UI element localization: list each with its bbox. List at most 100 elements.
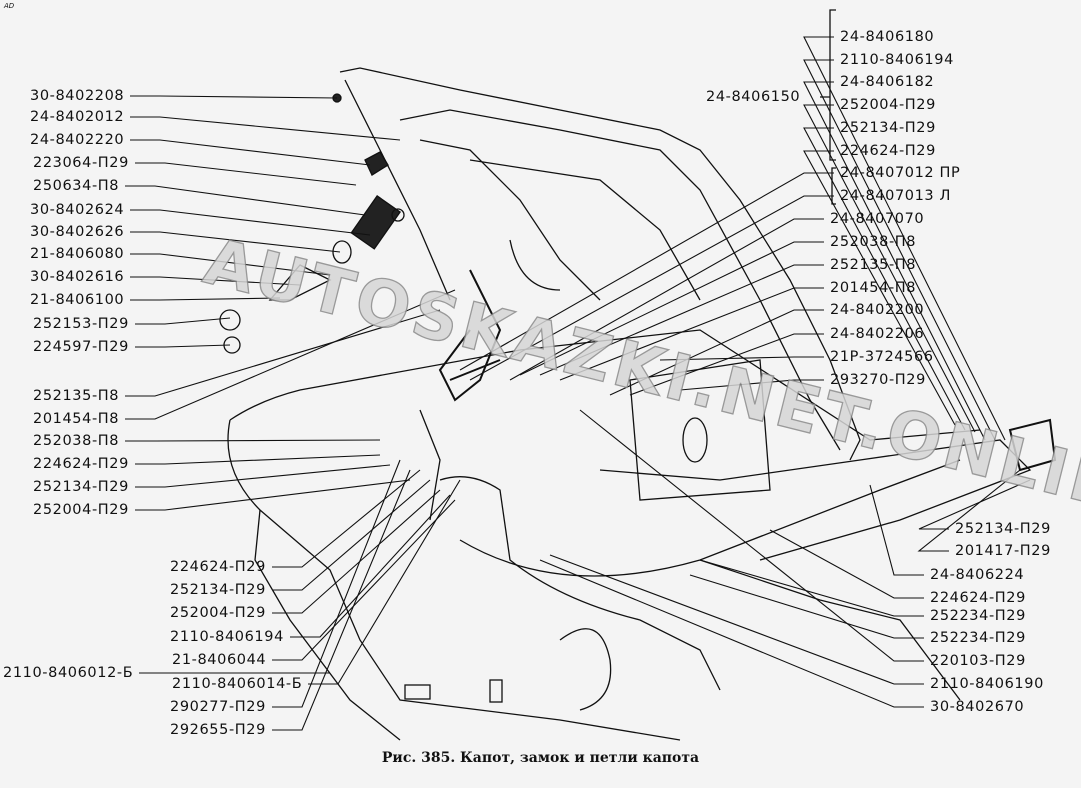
leader-line xyxy=(130,276,301,286)
part-number-label: 30-8402670 xyxy=(930,699,1025,715)
part-number-label: 224624-П29 xyxy=(840,143,936,159)
part-number-label: 24-8402200 xyxy=(830,302,925,318)
part-number-label: 24-8406150 xyxy=(706,89,801,105)
leader-line xyxy=(130,139,371,166)
leader-line xyxy=(559,287,824,381)
leader-line xyxy=(659,356,824,361)
part-number-label: 252134-П29 xyxy=(955,521,1051,537)
part-number-label: 220103-П29 xyxy=(930,653,1026,669)
leader-line xyxy=(130,116,401,141)
part-number-label: 24-8407013 Л xyxy=(840,188,951,204)
leader-line xyxy=(549,554,924,685)
part-number-label: 252038-П8 xyxy=(830,234,917,250)
part-number-label: 252004-П29 xyxy=(170,605,266,621)
part-number-label: 24-8406180 xyxy=(840,29,935,45)
leader-line xyxy=(135,479,411,511)
leader-line xyxy=(130,95,338,99)
part-number-label: 30-8402626 xyxy=(30,224,125,240)
leader-line xyxy=(459,172,834,371)
part-number-label: 30-8402208 xyxy=(30,88,125,104)
leader-line xyxy=(539,559,924,708)
leader-line xyxy=(803,104,976,433)
part-number-label: 21-8406080 xyxy=(30,246,125,262)
part-number-label: 293270-П29 xyxy=(830,372,926,388)
part-number-label: 2110-8406190 xyxy=(930,676,1044,692)
leader-line xyxy=(272,499,456,661)
leader-line xyxy=(918,479,1031,530)
leader-line xyxy=(130,209,371,236)
part-number-label: 224624-П29 xyxy=(33,456,129,472)
leader-line xyxy=(917,469,1021,552)
figure-caption: Рис. 385. Капот, замок и петли капота xyxy=(381,750,700,766)
leader-line xyxy=(135,464,391,488)
leader-line xyxy=(130,253,331,276)
leader-line xyxy=(125,309,441,397)
part-number-label: 224597-П29 xyxy=(33,339,129,355)
leader-line xyxy=(135,344,231,348)
part-number-label: 252134-П29 xyxy=(33,479,129,495)
part-number-label: 252234-П29 xyxy=(930,630,1026,646)
part-number-label: 252004-П29 xyxy=(33,502,129,518)
lock-parts xyxy=(219,93,405,354)
leader-line xyxy=(272,459,401,708)
leader-line xyxy=(803,150,956,426)
car-body-outline xyxy=(227,329,1032,741)
leader-line xyxy=(803,59,996,441)
leader-line xyxy=(272,479,431,591)
leader-line xyxy=(629,333,824,396)
leader-line xyxy=(679,379,824,391)
part-number-label: 30-8402624 xyxy=(30,202,125,218)
part-number-label: 30-8402616 xyxy=(30,269,125,285)
bracket-right-top xyxy=(820,9,836,205)
leader-line xyxy=(308,479,461,685)
part-number-label: 21-8406044 xyxy=(172,652,267,668)
leader-line xyxy=(869,484,924,576)
leader-line xyxy=(135,454,381,465)
part-number-label: 24-8407070 xyxy=(830,211,925,227)
leader-line xyxy=(519,241,824,376)
part-number-label: 252153-П29 xyxy=(33,316,129,332)
leader-line xyxy=(125,439,381,442)
part-number-label: 252135-П8 xyxy=(33,388,120,404)
part-number-label: 252234-П29 xyxy=(930,608,1026,624)
leader-line xyxy=(125,185,366,216)
leader-line xyxy=(539,264,824,376)
leader-line xyxy=(130,297,281,301)
part-number-label: 290277-П29 xyxy=(170,699,266,715)
leader-line xyxy=(803,36,1006,441)
part-number-label: 24-8402012 xyxy=(30,109,125,125)
leader-line xyxy=(272,469,421,568)
leader-line xyxy=(609,309,824,396)
leader-line xyxy=(803,127,966,431)
part-number-label: 2110-8406194 xyxy=(170,629,284,645)
part-number-label: 223064-П29 xyxy=(33,155,129,171)
corner-mark: AD xyxy=(4,2,15,10)
part-number-label: 252038-П8 xyxy=(33,433,120,449)
part-number-label: 201454-П8 xyxy=(33,411,120,427)
leader-lines xyxy=(125,36,1031,731)
part-number-label: 24-8406224 xyxy=(930,567,1025,583)
part-number-label: 252134-П29 xyxy=(170,582,266,598)
part-number-label: 24-8402206 xyxy=(830,326,925,342)
part-number-label: 250634-П8 xyxy=(33,178,120,194)
part-number-label: 292655-П29 xyxy=(170,722,266,738)
part-number-label: 252004-П29 xyxy=(840,97,936,113)
part-number-label: 224624-П29 xyxy=(170,559,266,575)
hood-lock-right xyxy=(1008,418,1057,472)
part-number-label: 224624-П29 xyxy=(930,590,1026,606)
hood-outline xyxy=(339,67,861,461)
leader-line xyxy=(125,289,456,420)
part-number-label: 2110-8406194 xyxy=(840,52,954,68)
leader-line xyxy=(135,317,231,325)
leader-line xyxy=(272,489,441,614)
leader-line xyxy=(130,231,341,253)
leader-line xyxy=(699,559,924,617)
leader-line xyxy=(469,195,834,381)
leader-line xyxy=(689,574,924,639)
part-number-label: 24-8402220 xyxy=(30,132,125,148)
leader-line xyxy=(272,469,411,731)
part-number-label: 24-8407012 ПР xyxy=(840,165,961,181)
leader-line xyxy=(509,218,824,381)
part-number-label: 21Р-3724566 xyxy=(830,349,934,365)
